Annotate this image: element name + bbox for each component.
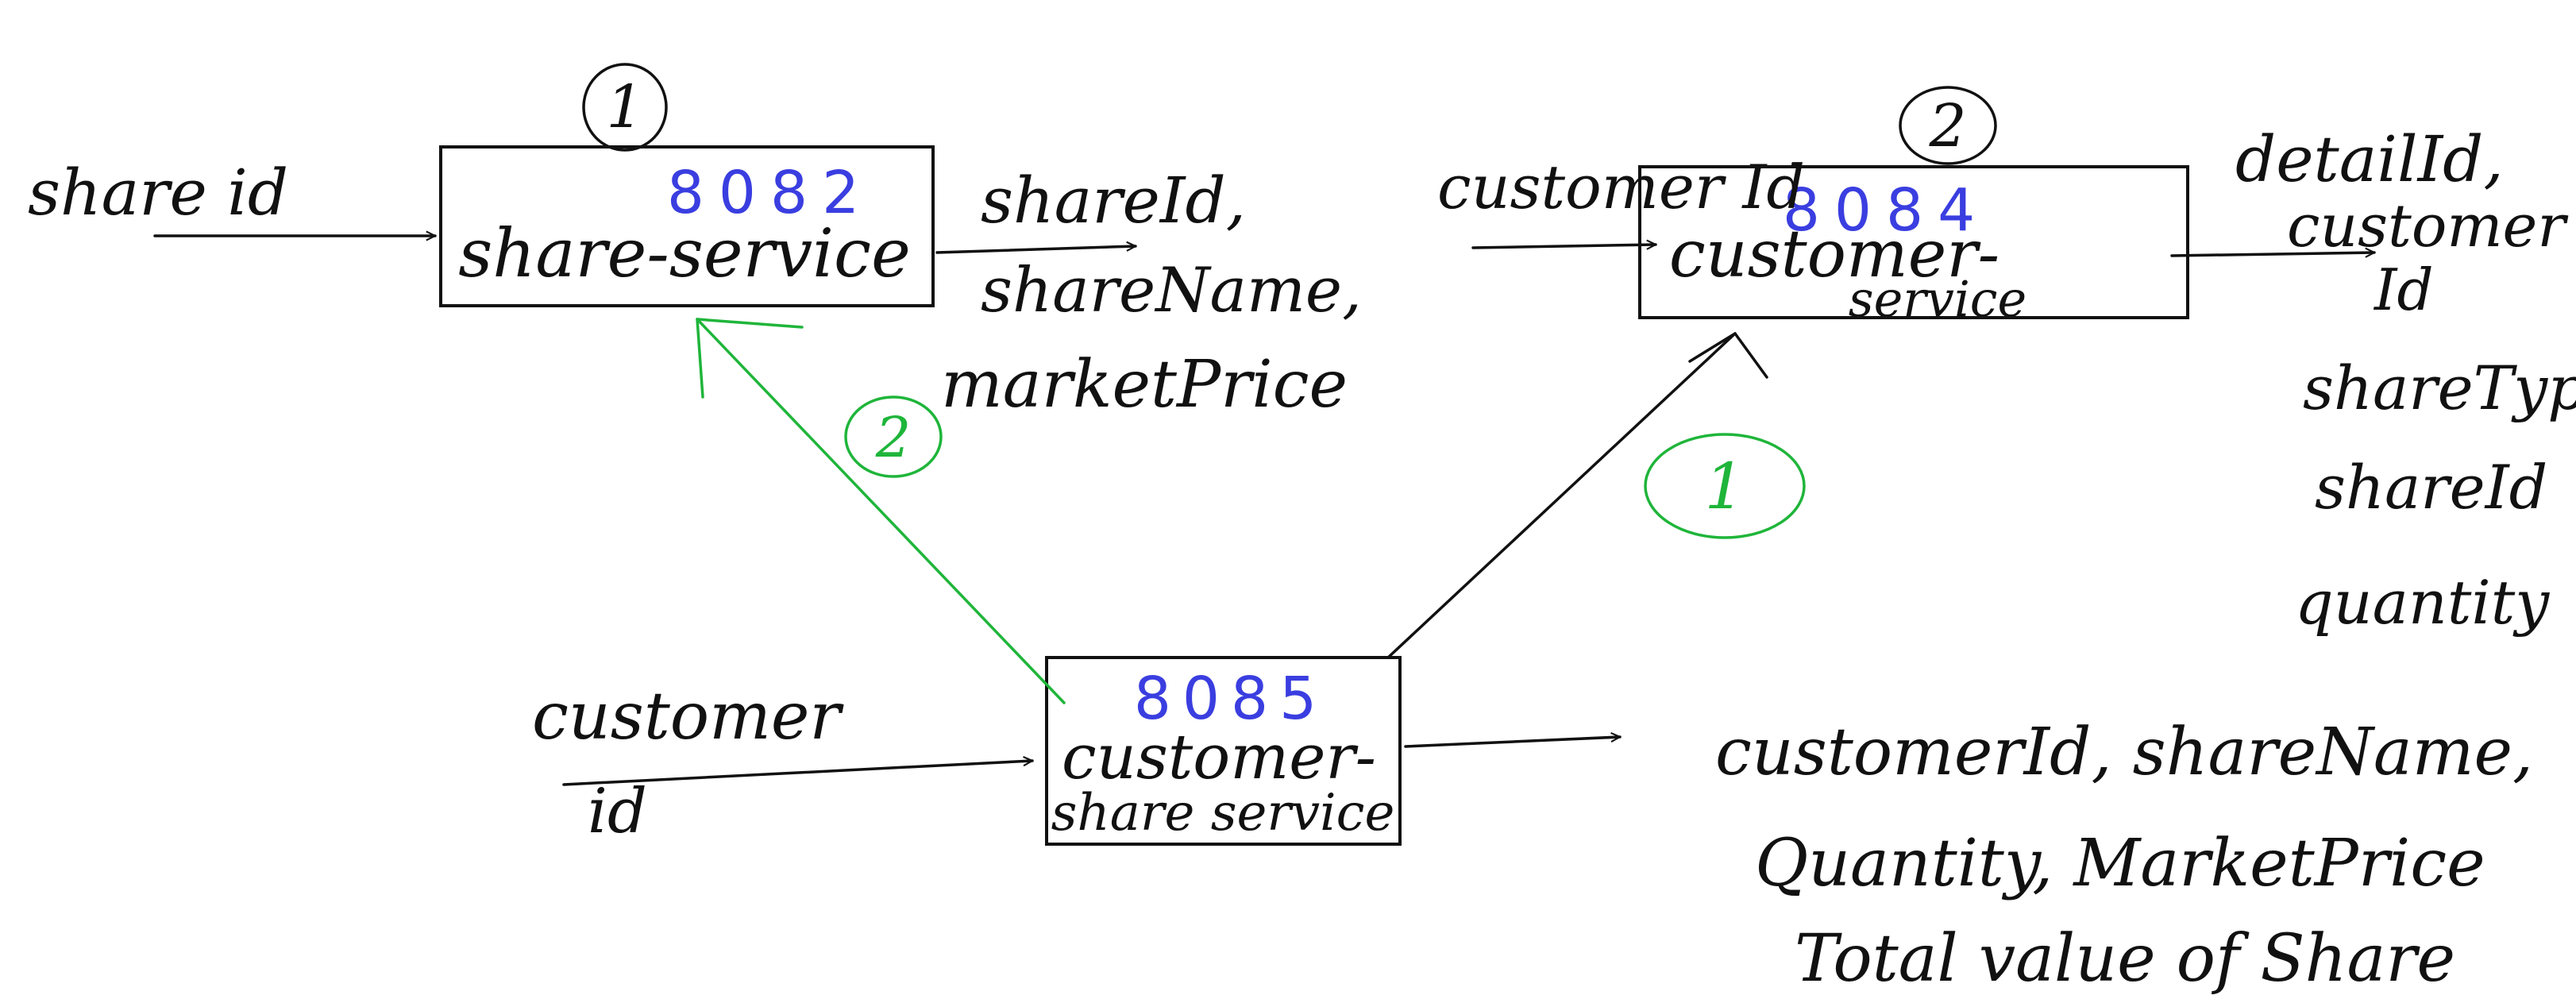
customer-service-label-2: service <box>1849 270 2026 328</box>
share-output-line-1: shareId, <box>981 164 1246 237</box>
share-output-line-3: marketPrice <box>941 347 1348 422</box>
share-service-port: 8082 <box>667 159 873 227</box>
step-number-1: 1 <box>606 73 643 141</box>
customer-id-input-label: customer Id <box>1437 152 1805 222</box>
share-service-output-arrow <box>935 246 1137 254</box>
share-id-input-label: share id <box>28 156 288 230</box>
call-arrow-to-share-service <box>696 318 1066 704</box>
customer-output-line-2: customer <box>2287 192 2569 260</box>
customer-id-input-arrow <box>1471 245 1657 248</box>
customer-share-service-box <box>1045 656 1402 846</box>
customer-share-service-label-1: customer- <box>1062 722 1376 793</box>
call-circle-1 <box>1644 433 1806 539</box>
step-circle-2 <box>1899 86 1997 165</box>
customer-output-line-1: detailId, <box>2235 122 2504 196</box>
customer-service-port: 8084 <box>1783 176 1989 245</box>
call-arrow-head-customer-service <box>1688 332 1768 379</box>
call-number-2: 2 <box>875 405 912 470</box>
customer-id-bottom-label-2: id <box>588 776 647 847</box>
customer-share-output-arrow <box>1404 737 1622 748</box>
customer-share-service-label-2: share service <box>1051 784 1395 843</box>
customer-output-line-3: Id <box>2373 256 2434 323</box>
final-output-line-3: Total value of Share <box>1795 921 2455 997</box>
step-number-2: 2 <box>1928 92 1966 160</box>
call-arrow-head-share-service <box>696 318 804 399</box>
share-output-line-2: shareName, <box>981 255 1362 326</box>
call-number-1: 1 <box>1705 449 1745 523</box>
customer-output-line-6: quantity <box>2295 567 2550 638</box>
customer-share-service-port: 8085 <box>1134 665 1328 733</box>
share-service-label: share-service <box>458 214 911 292</box>
call-arrow-to-customer-service <box>1386 332 1737 659</box>
share-service-box <box>439 145 935 307</box>
step-circle-1 <box>582 63 668 152</box>
call-circle-2 <box>844 395 943 478</box>
share-service-node: 1 8082 share-service <box>439 63 935 307</box>
customer-service-node: 2 8084 customer- service <box>1638 86 2189 328</box>
customer-share-service-node: 8085 customer- share service <box>1045 656 1402 846</box>
customer-service-box <box>1638 165 2189 319</box>
final-output-line-2: Quantity, MarketPrice <box>1755 826 2485 901</box>
customer-output-line-4: shareType, <box>2303 353 2576 423</box>
customer-output-line-5: shareId <box>2315 452 2547 523</box>
final-output-line-1: customerId, shareName, <box>1715 715 2533 790</box>
customer-id-bottom-label-1: customer <box>532 679 844 754</box>
customer-share-input-arrow <box>562 761 1032 786</box>
customer-service-label-1: customer- <box>1669 217 1999 292</box>
customer-service-output-arrow <box>2170 253 2376 256</box>
